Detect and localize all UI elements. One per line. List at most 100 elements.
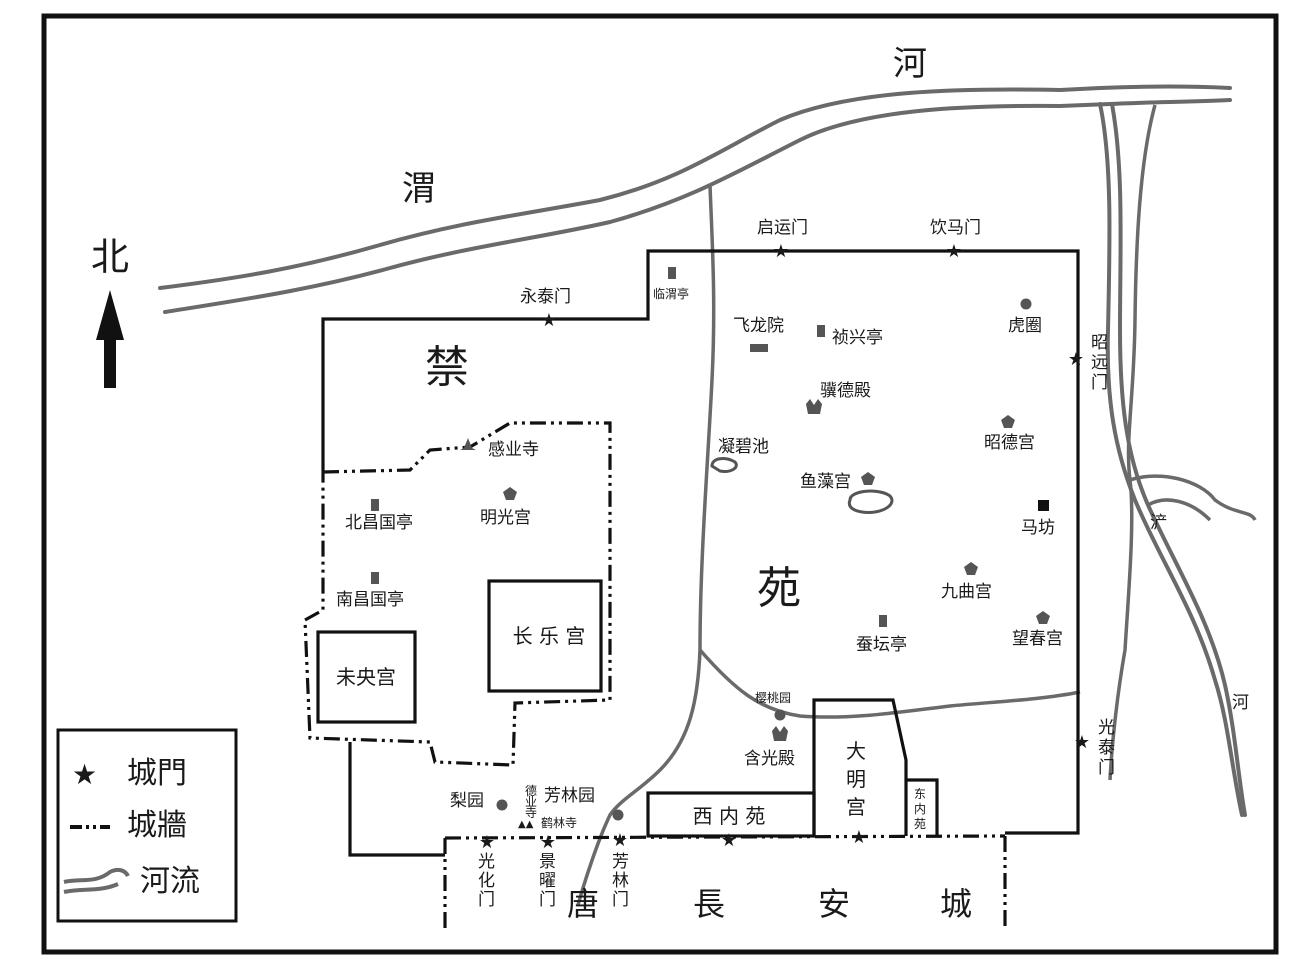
yuzao-pond	[847, 489, 894, 515]
wei-river-label: 渭	[402, 169, 436, 209]
building-icon	[750, 344, 768, 352]
star-icon: ★	[72, 758, 97, 791]
river-line-icon	[63, 867, 130, 884]
square-icon	[1038, 500, 1049, 511]
southwest-wall	[348, 742, 445, 857]
daming-palace-label: 明	[846, 767, 866, 791]
place-label: 九曲宫	[941, 582, 992, 602]
star-icon: ★	[946, 241, 962, 262]
wei-river-label: 河	[893, 44, 927, 84]
place-label: 蚕坛亭	[856, 635, 907, 655]
wei-river	[158, 84, 1232, 314]
dongneiyuan-label: 苑	[914, 817, 926, 831]
gate-label: 光	[478, 852, 495, 872]
north-arrow-icon	[96, 290, 124, 388]
dot-icon	[774, 709, 786, 721]
star-icon: ★	[1068, 349, 1084, 370]
place-label: 寺	[525, 806, 537, 820]
place-label: 马坊	[1021, 518, 1055, 538]
gate-label: 林	[612, 871, 629, 891]
place-label: 虎圈	[1008, 316, 1042, 336]
gate-label: 泰	[1098, 738, 1115, 758]
pentagon-icon	[1036, 611, 1050, 624]
place-label: 祯兴亭	[832, 328, 883, 348]
dot-icon	[1020, 298, 1032, 310]
place-label: 骥德殿	[820, 381, 871, 401]
gate-label: 永泰门	[520, 287, 571, 307]
dongneiyuan-wall	[906, 778, 939, 836]
inner-channel	[576, 184, 1081, 906]
chan-river-branch	[1108, 104, 1257, 781]
chan-river-label: 河	[1232, 693, 1249, 713]
map-border	[41, 13, 1279, 955]
place-label: 樱桃园	[755, 690, 791, 705]
pavilion-icon	[371, 499, 379, 511]
star-icon: ★	[540, 832, 556, 853]
place-label: 北昌国亭	[345, 513, 413, 533]
ningbi-pond	[710, 457, 738, 473]
city-label: 城	[940, 885, 972, 923]
gate-label: 昭	[1091, 333, 1108, 353]
gate-label: 饮马门	[930, 218, 981, 238]
star-icon: ★	[773, 241, 789, 262]
place-label: 南昌国亭	[336, 590, 404, 610]
pavilion-icon	[371, 572, 379, 584]
place-label: 梨园	[450, 791, 484, 811]
pentagon-icon	[503, 487, 517, 500]
park-label: 苑	[757, 563, 801, 614]
changle-palace-label: 长 乐 宫	[513, 624, 586, 648]
place-label: 昭德宫	[984, 433, 1035, 453]
dot-icon	[496, 799, 508, 811]
pentagon-icon	[964, 562, 978, 575]
pentagon-icon	[1001, 415, 1015, 428]
place-label: 明光宫	[480, 508, 531, 528]
star-icon: ★	[851, 827, 867, 848]
place-label: 鱼藻宫	[800, 472, 851, 492]
place-label: 感业寺	[488, 440, 539, 460]
hall-icon	[806, 399, 822, 414]
star-icon: ★	[541, 310, 557, 331]
city-label: 唐	[567, 885, 599, 923]
place-label: 飞龙院	[733, 316, 784, 336]
gate-label: 门	[1098, 758, 1115, 778]
gate-stars: ★ ★ ★ ★ ★ ★ ★ ★ ★ ★	[479, 241, 1090, 853]
star-icon: ★	[479, 832, 495, 853]
star-icon: ★	[612, 830, 628, 851]
place-label: 业	[525, 795, 537, 809]
gate-label: 门	[478, 890, 495, 910]
chan-river	[1098, 102, 1247, 817]
pavilion-icon	[668, 267, 676, 279]
gate-label: 曜	[539, 871, 556, 891]
temple-icon: ▲▲	[518, 819, 534, 830]
gate-label: 化	[478, 871, 495, 891]
legend-wall-label: 城牆	[127, 808, 187, 843]
markers: ▲▲	[371, 267, 1050, 830]
star-icon: ★	[1074, 732, 1090, 753]
hall-icon	[772, 726, 788, 741]
daming-wall	[812, 698, 908, 836]
gate-label: 门	[1091, 373, 1108, 393]
dongneiyuan-label: 东	[914, 787, 926, 801]
gate-label: 门	[612, 890, 629, 910]
river-line-icon	[63, 882, 119, 894]
north-arrow: 北	[91, 235, 129, 388]
legend-river-label: 河流	[140, 864, 200, 899]
place-label: 含光殿	[744, 749, 795, 769]
place-label: 鹤林寺	[541, 815, 577, 830]
tang-city-north-wall	[444, 834, 1006, 840]
pavilion-icon	[879, 615, 887, 627]
place-label: 芳林园	[544, 786, 595, 806]
temple-icon	[460, 438, 476, 450]
gate-label: 光	[1098, 718, 1115, 738]
gate-label: 芳	[612, 852, 629, 872]
pentagon-icon	[861, 472, 875, 485]
city-label: 安	[818, 885, 850, 923]
place-label: 德	[525, 783, 537, 798]
daming-palace-label: 宫	[846, 795, 866, 819]
pavilion-icon	[817, 325, 825, 337]
gate-label: 远	[1091, 353, 1108, 373]
legend: ★ 城門 城牆 河流	[56, 728, 238, 923]
chan-river-label: 浐	[1150, 513, 1167, 533]
weiyang-palace-wall	[316, 630, 417, 724]
